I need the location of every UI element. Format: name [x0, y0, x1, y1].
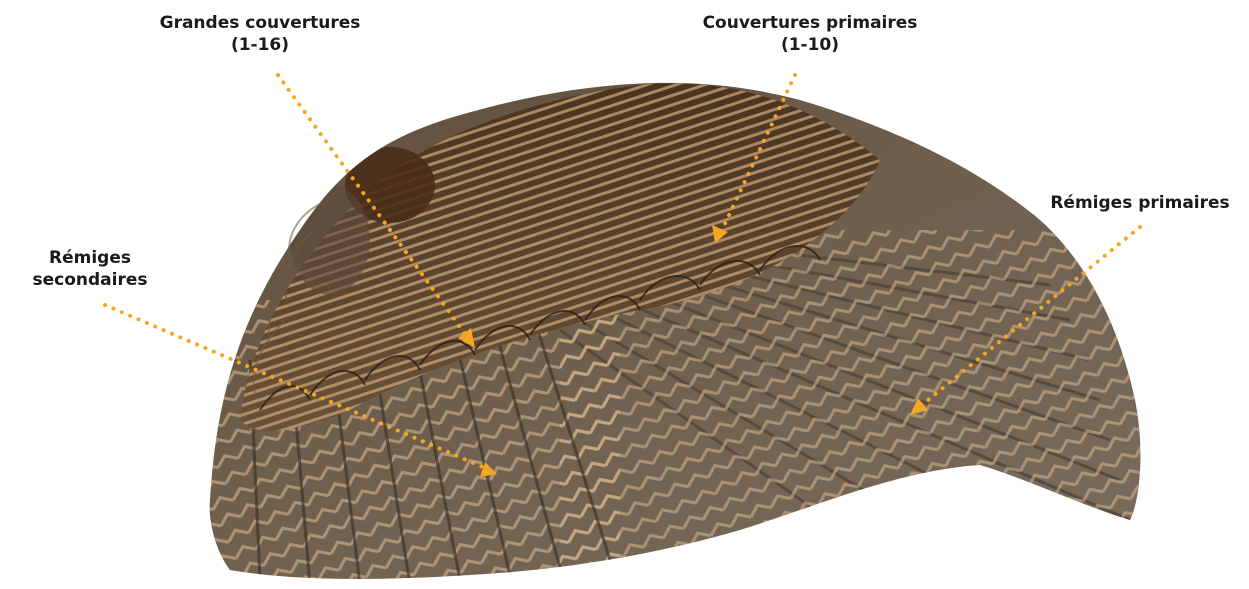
label-grandes-couvertures-line2: (1-16) — [140, 34, 380, 56]
label-grandes-couvertures-line1: Grandes couvertures — [140, 12, 380, 34]
label-couvertures-primaires: Couvertures primaires (1-10) — [690, 12, 930, 56]
label-remiges-secondaires: Rémiges secondaires — [10, 247, 170, 291]
label-grandes-couvertures: Grandes couvertures (1-16) — [140, 12, 380, 56]
label-remiges-secondaires-line2: secondaires — [10, 269, 170, 291]
label-couvertures-primaires-line2: (1-10) — [690, 34, 930, 56]
label-couvertures-primaires-line1: Couvertures primaires — [690, 12, 930, 34]
label-remiges-secondaires-line1: Rémiges — [10, 247, 170, 269]
label-remiges-primaires: Rémiges primaires — [1040, 192, 1240, 214]
label-remiges-primaires-line1: Rémiges primaires — [1040, 192, 1240, 214]
